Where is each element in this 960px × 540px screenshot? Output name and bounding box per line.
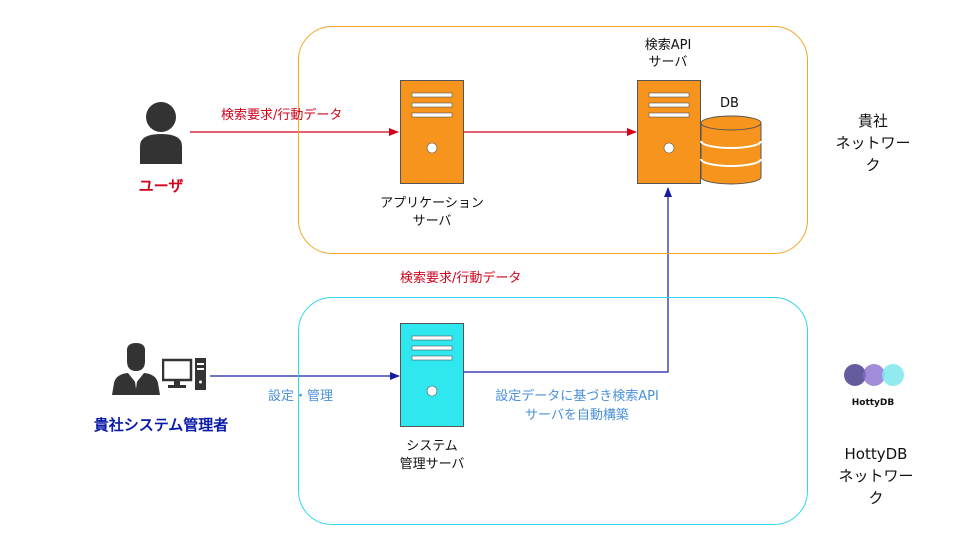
hottydb-logo-text: HottyDB [851,398,895,408]
admin-to-mgmt-label: 設定・管理 [268,389,334,404]
search-server-icon [637,80,701,184]
hotty-network-label: HottyDB ネットワーク [838,445,914,507]
user-to-app-label: 検索要求/行動データ [221,108,343,123]
hottydb-logo-icon [844,364,904,386]
mgmt-to-search-label: 設定データに基づき検索API サーバを自動構築 [495,389,659,423]
company-network-label: 貴社 ネットワーク [835,112,911,174]
user-label: ユーザ [138,177,184,195]
app-server-label: アプリケーション サーバ [380,196,484,229]
user-icon [140,102,182,164]
admin-label: 貴社システム管理者 [93,416,229,434]
mid-flow-label: 検索要求/行動データ [400,271,522,286]
desktop-computer-icon [162,358,206,390]
company-network-boundary [298,26,808,254]
admin-person-icon [112,343,160,395]
db-label: DB [720,96,739,111]
arrow-mgmt-to-search [463,187,672,373]
search-server-label: 検索API サーバ [644,38,692,70]
mgmt-server-icon [400,323,464,427]
app-server-icon [400,80,464,184]
mgmt-server-label: システム 管理サーバ [399,439,465,472]
hotty-network-boundary [298,297,808,525]
database-icon [700,115,762,185]
